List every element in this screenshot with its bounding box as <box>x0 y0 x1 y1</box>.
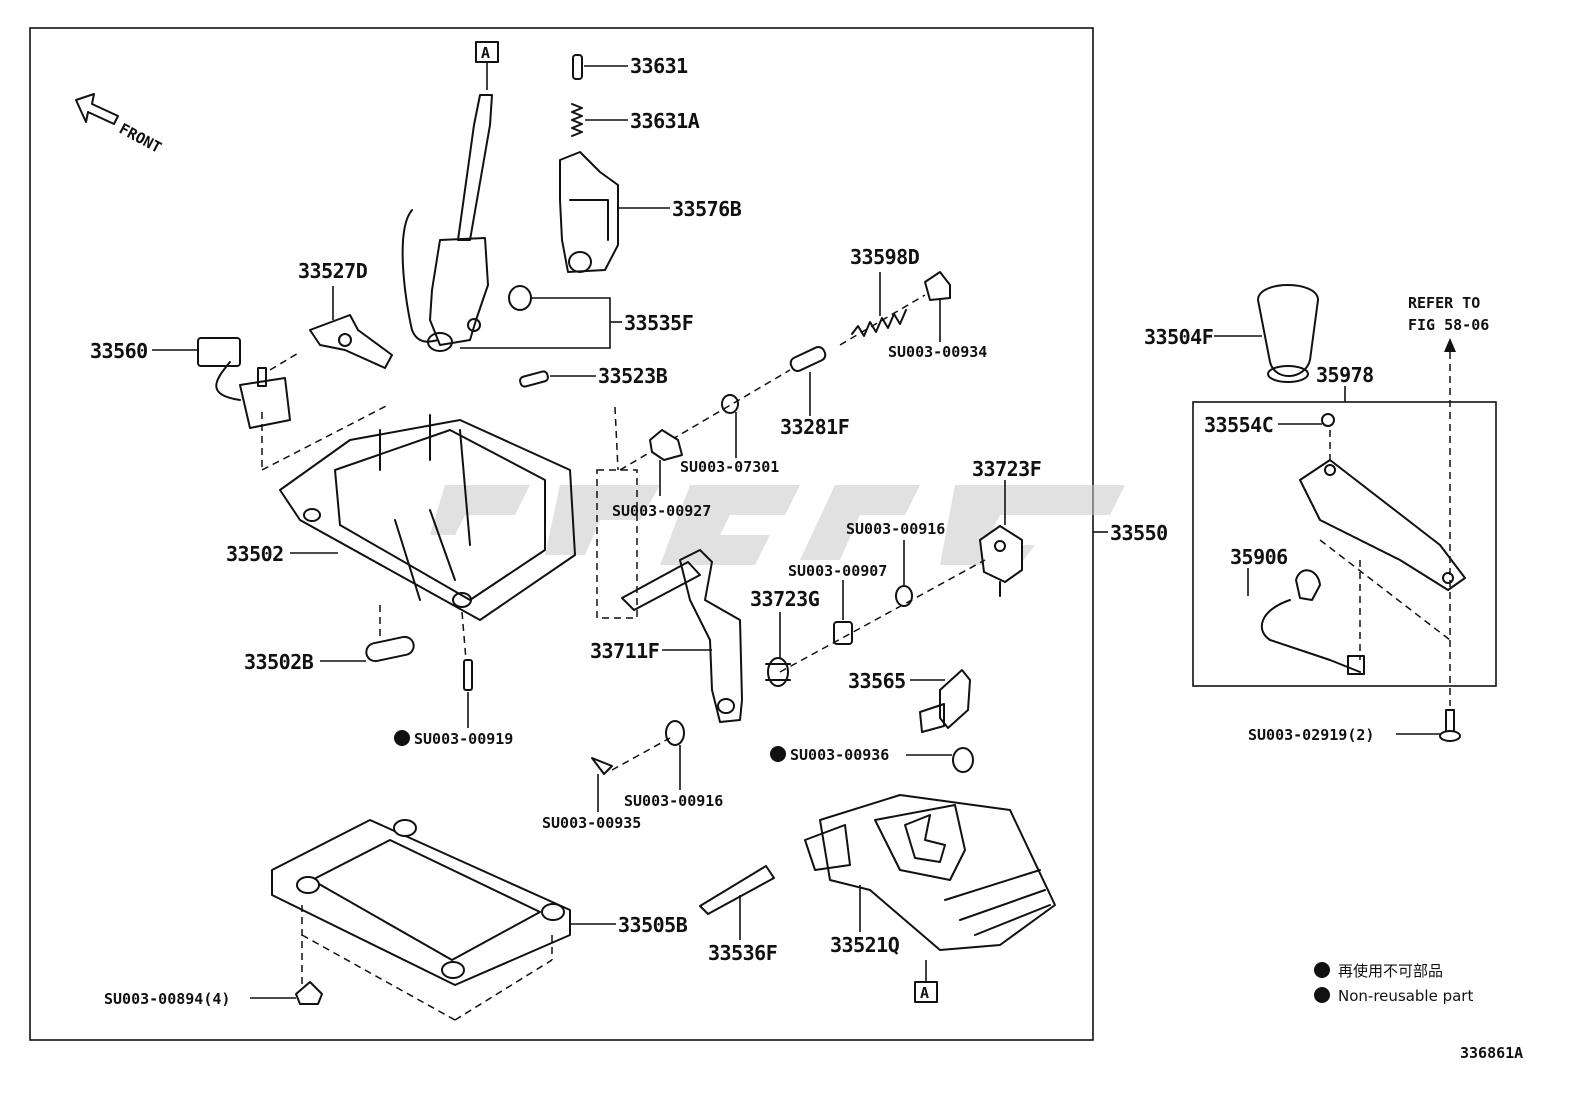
legend-dot-en <box>1314 987 1330 1003</box>
housing-33502 <box>261 403 619 661</box>
label-33502: 33502 <box>226 542 284 566</box>
label-33281f: 33281F <box>780 415 849 439</box>
ref-box-a-bottom <box>914 981 938 1003</box>
label-su003-00916-upper: SU003-00916 <box>846 520 945 538</box>
label-33502b: 33502B <box>244 650 314 674</box>
indicator-33521q <box>804 794 1056 951</box>
pin-su003-00919 <box>463 659 473 691</box>
label-33631a: 33631A <box>630 109 700 133</box>
figure-id: 336861A <box>1460 1044 1523 1062</box>
label-su003-00919: SU003-00919 <box>414 730 513 748</box>
label-su003-00936: SU003-00936 <box>790 746 889 764</box>
indicator-plate-35978 <box>1299 430 1466 660</box>
pin-33536f <box>699 865 775 915</box>
label-33723f: 33723F <box>972 457 1041 481</box>
harness-35906 <box>1260 569 1365 675</box>
collar-su003-00907 <box>833 621 853 645</box>
knob-33504f <box>1257 284 1319 383</box>
clip-su003-00934 <box>924 271 951 301</box>
main-frame <box>29 27 1094 1041</box>
label-33565: 33565 <box>848 669 906 693</box>
bushing-33535f <box>508 285 532 311</box>
label-33576b: 33576B <box>672 197 742 221</box>
legend-jp: 再使用不可部品 <box>1338 962 1443 980</box>
label-33598d: 33598D <box>850 245 920 269</box>
label-su003-00907: SU003-00907 <box>788 562 887 580</box>
refer-arrow-icon <box>1444 338 1456 352</box>
spring-33598d <box>851 309 907 337</box>
bulb-33554c <box>1321 413 1335 427</box>
spring-33631a <box>571 103 583 137</box>
label-su003-00935: SU003-00935 <box>542 814 641 832</box>
front-arrow-icon <box>75 93 119 125</box>
pin-33281f <box>789 346 827 372</box>
washer-su003-00916-upper <box>895 585 913 607</box>
label-33536f: 33536F <box>708 941 777 965</box>
screw-su003-02919 <box>1439 709 1461 742</box>
dashed-guide <box>596 469 638 619</box>
bracket-33565 <box>919 669 971 733</box>
frame-plate-33505b <box>271 819 571 1021</box>
label-35906: 35906 <box>1230 545 1288 569</box>
front-label: FRONT <box>116 120 164 157</box>
ring-su003-07301 <box>721 394 739 414</box>
label-33554c: 33554C <box>1204 413 1273 437</box>
label-su003-02919: SU003-02919(2) <box>1248 726 1374 744</box>
label-33527d: 33527D <box>298 259 368 283</box>
label-33560: 33560 <box>90 339 148 363</box>
shift-lever-assembly <box>401 94 493 352</box>
pin-33631 <box>572 54 583 80</box>
ref-box-a-top-label: A <box>481 44 490 62</box>
label-33504f: 33504F <box>1144 325 1213 349</box>
label-33535f: 33535F <box>624 311 693 335</box>
non-reusable-dot-00919 <box>394 730 410 746</box>
label-33711f: 33711F <box>590 639 659 663</box>
label-33550: 33550 <box>1110 521 1168 545</box>
bushing-33723g <box>765 657 791 687</box>
label-35978: 35978 <box>1316 363 1374 387</box>
bracket-33576b <box>559 151 619 273</box>
label-su003-00916-lower: SU003-00916 <box>624 792 723 810</box>
label-33523b: 33523B <box>598 364 668 388</box>
label-33723g: 33723G <box>750 587 820 611</box>
bushing-33502b <box>365 635 415 663</box>
ref-box-a-bottom-label: A <box>920 984 929 1002</box>
label-su003-00927: SU003-00927 <box>612 502 711 520</box>
washer-su003-00936 <box>952 747 974 773</box>
grommet-su003-00894 <box>295 981 323 1005</box>
watermark <box>430 485 1125 565</box>
refer-to-line1: REFER TO <box>1408 294 1480 312</box>
clip-su003-00927 <box>649 429 683 461</box>
refer-to-line2: FIG 58-06 <box>1408 316 1489 334</box>
label-su003-00934: SU003-00934 <box>888 343 987 361</box>
lever-33527d <box>309 314 393 369</box>
solenoid-33560 <box>197 337 301 429</box>
label-su003-00894: SU003-00894(4) <box>104 990 230 1008</box>
label-33631: 33631 <box>630 54 688 78</box>
legend-dot-jp <box>1314 962 1330 978</box>
pin-33523b <box>519 370 549 388</box>
clip-su003-00935 <box>591 757 613 775</box>
washer-su003-00916-lower <box>665 720 685 746</box>
label-33521q: 33521Q <box>830 933 900 957</box>
bushing-33723f <box>979 525 1023 597</box>
legend-en: Non-reusable part <box>1338 987 1473 1005</box>
lever-33711f <box>621 549 743 723</box>
label-su003-07301: SU003-07301 <box>680 458 779 476</box>
non-reusable-dot-00936 <box>770 746 786 762</box>
label-33505b: 33505B <box>618 913 688 937</box>
